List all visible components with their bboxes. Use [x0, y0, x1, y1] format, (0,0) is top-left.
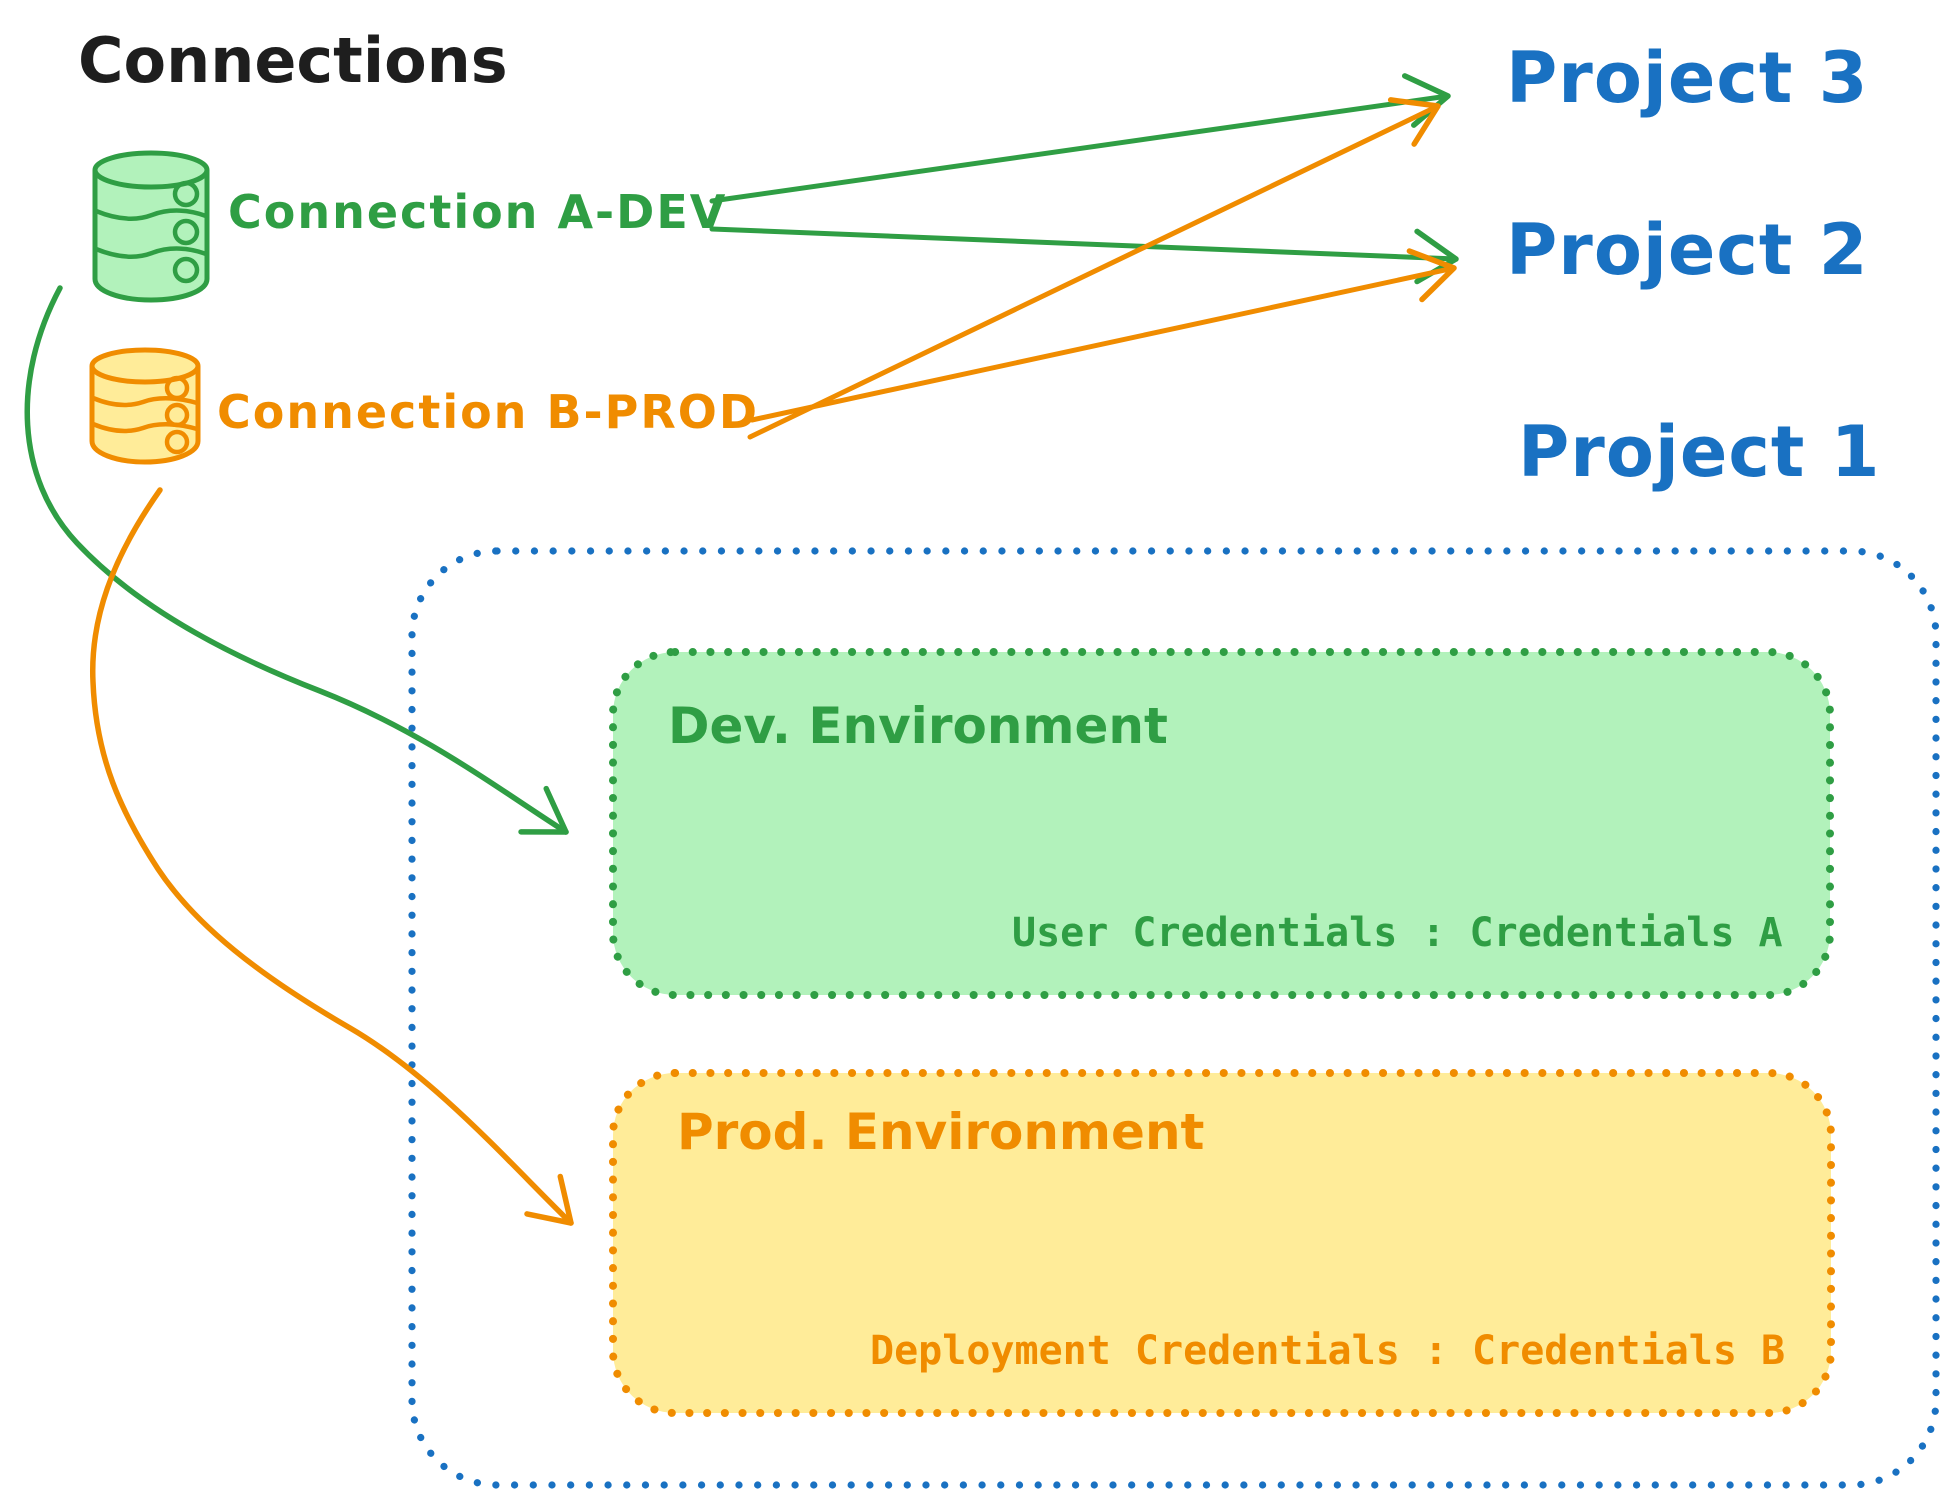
arrow-a-dev-to-project-3	[709, 73, 1451, 204]
dev-environment-credentials: User Credentials : Credentials A	[1012, 910, 1783, 956]
project-3-label: Project 3	[1506, 37, 1868, 119]
dev-database-icon	[92, 150, 210, 303]
arrow-b-prod-to-project-2	[749, 248, 1457, 423]
project-1-label: Project 1	[1518, 411, 1880, 493]
arrow-a-dev-to-dev-environment	[24, 285, 569, 835]
project-2-label: Project 2	[1506, 209, 1868, 291]
prod-environment-title: Prod. Environment	[677, 1103, 1204, 1161]
connection-b-prod-label: Connection B-PROD	[217, 385, 759, 439]
arrow-b-prod-to-prod-environment	[89, 487, 574, 1226]
prod-environment-credentials: Deployment Credentials : Credentials B	[870, 1328, 1785, 1374]
prod-environment-box: Prod. Environment Deployment Credentials…	[609, 1069, 1835, 1417]
prod-database-icon	[89, 347, 201, 465]
dev-environment-title: Dev. Environment	[668, 697, 1168, 755]
arrow-b-prod-to-project-3	[747, 97, 1441, 440]
arrow-a-dev-to-project-2	[709, 226, 1459, 285]
page-title: Connections	[78, 24, 508, 97]
dev-environment-box: Dev. Environment User Credentials : Cred…	[609, 648, 1834, 999]
connection-a-dev-label: Connection A-DEV	[228, 185, 727, 239]
project-1-boundary-box	[408, 547, 1940, 1489]
